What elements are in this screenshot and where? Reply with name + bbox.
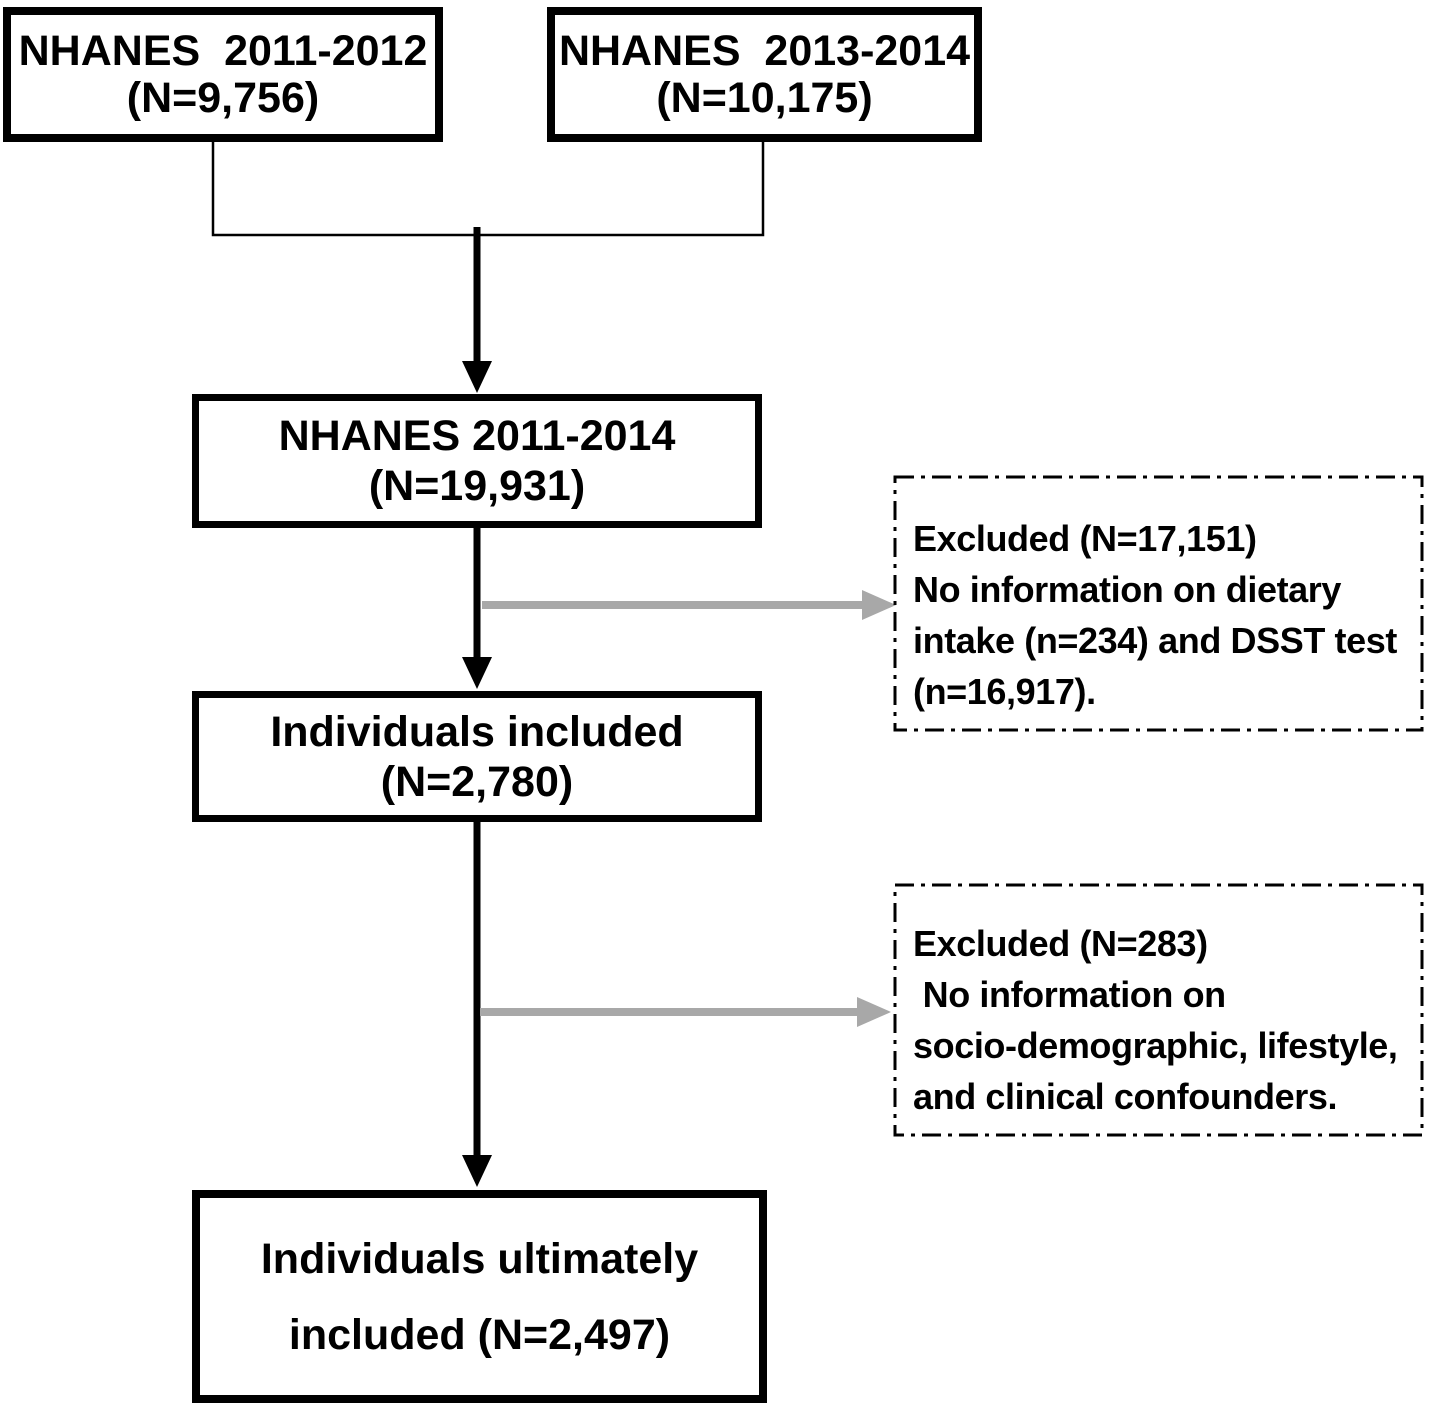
exclusion-1-heading: Excluded (N=17,151)	[913, 518, 1257, 559]
box-nhanes-2013-2014-title: NHANES 2013-2014	[558, 26, 971, 75]
box-nhanes-2011-2014: NHANES 2011-2014 (N=19,931)	[192, 394, 762, 528]
box-individuals-ultimately-included-line1: Individuals ultimately	[260, 1234, 699, 1283]
box-individuals-ultimately-included-line2: included (N=2,497)	[288, 1310, 671, 1359]
gray-arrow-exclusion-1-head-icon	[862, 590, 896, 620]
box-individuals-ultimately-included-label: Individuals ultimately included (N=2,497…	[261, 1234, 698, 1360]
exclusion-2-reason-line1: No information on	[913, 974, 1227, 1015]
arrow-down-3-head-icon	[462, 1155, 492, 1187]
dashed-box-exclusion-1	[893, 475, 1424, 732]
exclusion-2-reason-line3: and clinical confounders.	[913, 1076, 1338, 1117]
merge-connector-line	[211, 142, 765, 237]
box-nhanes-2013-2014-count: (N=10,175)	[656, 73, 873, 122]
dashed-box-exclusion-2	[893, 883, 1424, 1137]
box-individuals-included-count: (N=2,780)	[380, 757, 574, 806]
arrow-down-2-head-icon	[462, 657, 492, 689]
box-individuals-included-title: Individuals included	[270, 707, 684, 756]
exclusion-1-reason-line3: (n=16,917).	[913, 671, 1096, 712]
box-nhanes-2011-2012-title: NHANES 2011-2012	[18, 26, 428, 75]
exclusion-2-text: Excluded (N=283) No information on socio…	[913, 918, 1421, 1122]
exclusion-2-heading: Excluded (N=283)	[913, 923, 1208, 964]
box-nhanes-2011-2014-title: NHANES 2011-2014	[278, 412, 676, 460]
arrow-down-1-head-icon	[462, 361, 492, 393]
box-nhanes-2011-2014-count: (N=19,931)	[368, 462, 586, 510]
box-nhanes-2013-2014: NHANES 2013-2014 (N=10,175)	[547, 7, 982, 142]
box-individuals-included: Individuals included (N=2,780)	[192, 691, 762, 822]
box-nhanes-2011-2012-count: (N=9,756)	[126, 73, 320, 122]
box-nhanes-2011-2012: NHANES 2011-2012 (N=9,756)	[3, 7, 443, 142]
exclusion-1-reason-line1: No information on dietary	[913, 569, 1342, 610]
gray-arrow-exclusion-2-head-icon	[857, 997, 891, 1027]
exclusion-1-reason-line2: intake (n=234) and DSST test	[913, 620, 1397, 661]
box-individuals-ultimately-included: Individuals ultimately included (N=2,497…	[192, 1190, 767, 1403]
exclusion-1-text: Excluded (N=17,151) No information on di…	[913, 513, 1421, 717]
exclusion-2-reason-line2: socio-demographic, lifestyle,	[913, 1025, 1398, 1066]
